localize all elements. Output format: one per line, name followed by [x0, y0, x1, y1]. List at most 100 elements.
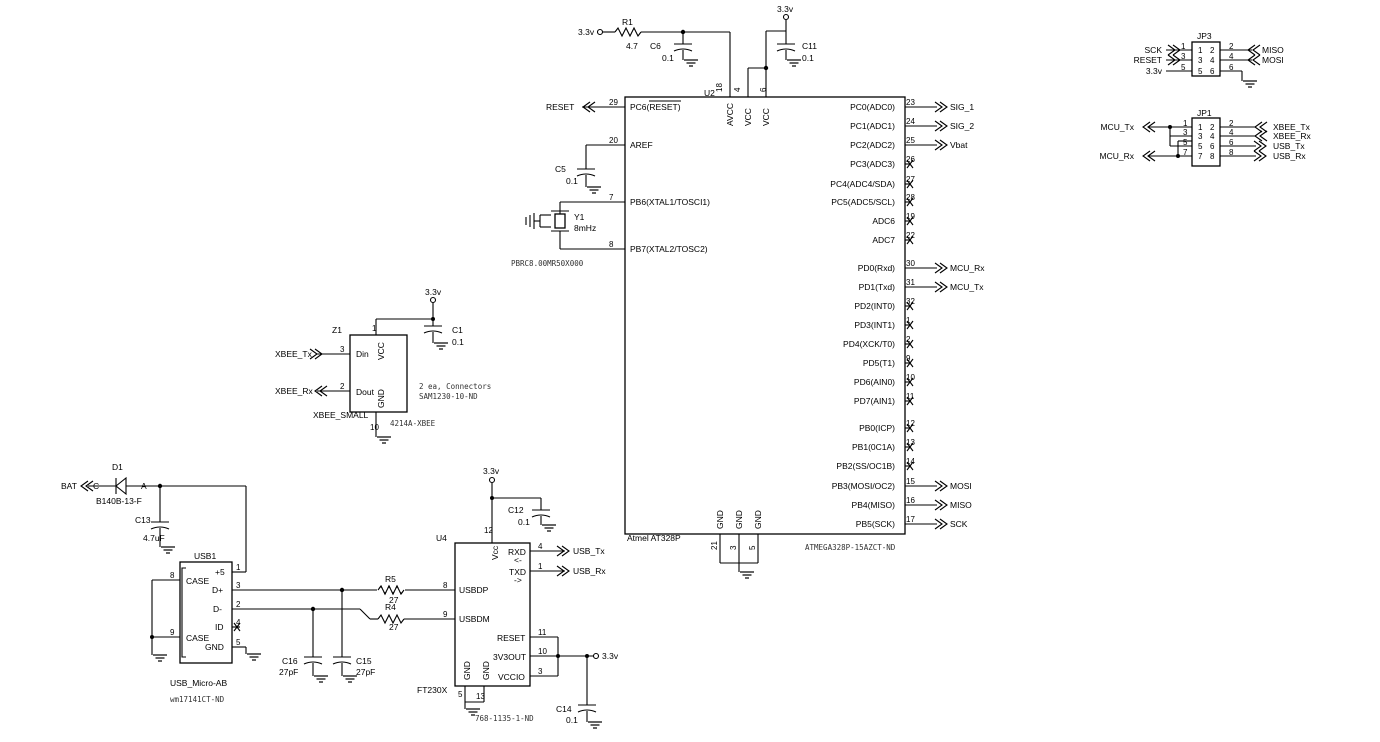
jp3-net-label: 3.3v: [1146, 66, 1163, 76]
jp3-pin-num: 4: [1229, 52, 1234, 61]
u2-pin-num: 31: [906, 278, 915, 287]
u2-pin-num: 2: [906, 335, 911, 344]
u4-vccio-label: VCCIO: [498, 672, 525, 682]
u2-pin-21: GND 21: [710, 510, 725, 563]
u2-pin-num: 29: [609, 98, 618, 107]
r4-resistor: [377, 613, 405, 625]
usb1-pin-id-num: 4: [236, 618, 241, 627]
u2-net-label: Vbat: [950, 140, 968, 150]
jp3-pin-num: 2: [1229, 42, 1234, 51]
usb1-ref: USB1: [194, 551, 216, 561]
c6-ref: C6: [650, 41, 661, 51]
u4-gnd1-num: 5: [458, 690, 463, 699]
u2-pin-num: 7: [609, 193, 614, 202]
usb1-pin-vbus-label: +5: [215, 567, 225, 577]
jp1-pin-num: 3: [1183, 128, 1188, 137]
jp3-net-label: RESET: [1134, 55, 1162, 65]
y1-part: PBRC8.00MR50X000: [511, 259, 584, 268]
jp1-pin-inner: 1: [1198, 123, 1203, 132]
y1-value: 8mHz: [574, 223, 596, 233]
usb1-pin-dm-num: 2: [236, 600, 241, 609]
u2-pin-num: 20: [609, 136, 618, 145]
u2-pin-label: PD1(Txd): [859, 282, 896, 292]
v33-label-u4: 3.3v: [483, 466, 500, 476]
u2-pin-label: PB4(MISO): [852, 500, 896, 510]
u2-pin-num: 9: [906, 354, 911, 363]
r1-resistor: [614, 26, 642, 38]
c6-value: 0.1: [662, 53, 674, 63]
u2-pin-num: 13: [906, 438, 915, 447]
c1-value: 0.1: [452, 337, 464, 347]
c12-value: 0.1: [518, 517, 530, 527]
u2-pin-label: PB7(XTAL2/TOSC2): [630, 244, 708, 254]
jp1-pin-inner: 2: [1210, 123, 1215, 132]
c11-ref: C11: [802, 41, 817, 51]
jp1-pin-inner: 3: [1198, 132, 1203, 141]
u2-pin-label: AREF: [630, 140, 653, 150]
c12-ref: C12: [508, 505, 524, 515]
u2-pin-num: 21: [710, 541, 719, 550]
u2-pin-14: PB2(SS/OC1B)14: [836, 457, 915, 471]
z1-dout-net: XBEE_Rx: [275, 386, 314, 396]
jp1-pin-num: 5: [1183, 138, 1188, 147]
z1-dout-label: Dout: [356, 387, 375, 397]
u2-pin-num: 3: [729, 545, 738, 550]
u2-pin-label: PB5(SCK): [856, 519, 895, 529]
u2-pin-28: PC5(ADC5/SCL)28: [831, 193, 915, 207]
c13-ref: C13: [135, 515, 151, 525]
u2-pin-label: ADC6: [872, 216, 895, 226]
z1-note2: SAM1230-10-ND: [419, 392, 478, 401]
u4-usbdm-label: USBDM: [459, 614, 490, 624]
c16-value: 27pF: [279, 667, 298, 677]
u2-pin-label: PB0(ICP): [859, 423, 895, 433]
c15-value: 27pF: [356, 667, 375, 677]
u2-pin-label: GND: [715, 510, 725, 529]
jp3-pin-num: 6: [1229, 63, 1234, 72]
d1-part: B140B-13-F: [96, 496, 142, 506]
reset-net-label: RESET: [546, 102, 574, 112]
jp1-pin-num: 2: [1229, 119, 1234, 128]
jp3-net-label: SCK: [1145, 45, 1163, 55]
u2-pin-27: PC4(ADC4/SDA)27: [830, 175, 915, 189]
u2-pin-num: 30: [906, 259, 915, 268]
u4-usbdp-num: 8: [443, 581, 448, 590]
z1-din-num: 3: [340, 345, 345, 354]
u2-net-label: SCK: [950, 519, 968, 529]
u2-pin-7: PB6(XTAL1/TOSCI1)7: [609, 193, 710, 207]
u2-pin-label: PD2(INT0): [854, 301, 895, 311]
u2-pin-num: 18: [715, 83, 724, 92]
u4-txd-arrow: ->: [514, 575, 522, 585]
jp1-pin-inner: 7: [1198, 152, 1203, 161]
usb1-case2-label: CASE: [186, 633, 209, 643]
usb1-case1-label: CASE: [186, 576, 209, 586]
z1-note1: 2 ea, Connectors: [419, 382, 491, 391]
v33-label-u4-out: 3.3v: [602, 651, 619, 661]
usb1-pin-dp-label: D+: [212, 585, 223, 595]
u2-pin-num: 15: [906, 477, 915, 486]
jp3-pin-inner: 5: [1198, 67, 1203, 76]
d1-diode: BAT C A D1 B140B-13-F C13 4.7uF: [61, 462, 247, 572]
u2-pin-11: PD7(AIN1)11: [854, 392, 915, 406]
c14-ref: C14: [556, 704, 572, 714]
u2-pin-num: 11: [906, 392, 915, 401]
u2-net-label: MCU_Rx: [950, 263, 985, 273]
u2-body: [624, 96, 906, 535]
jp1-net-label: USB_Rx: [1273, 151, 1306, 161]
jp3-pin-inner: 1: [1198, 46, 1203, 55]
u2-pin-26: PC3(ADC3)26: [850, 155, 915, 169]
jp1-pin-num: 6: [1229, 138, 1234, 147]
z1-name: XBEE_SMALL: [313, 410, 369, 420]
u4-usbdm-num: 9: [443, 610, 448, 619]
u2-pin-label: VCC: [743, 108, 753, 126]
u2-name: Atmel AT328P: [627, 533, 681, 543]
u2-net-label: SIG_1: [950, 102, 974, 112]
